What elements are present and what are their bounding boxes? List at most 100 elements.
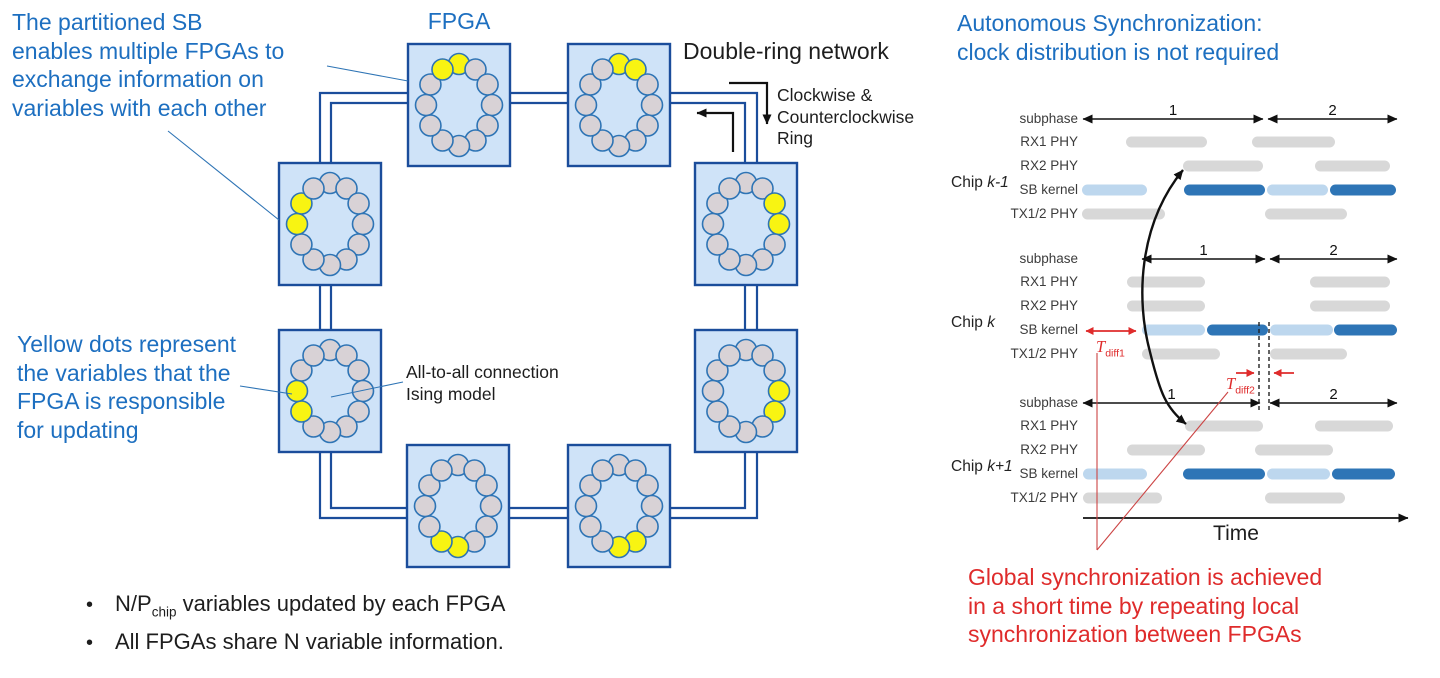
row-label-rx1-phy: RX1 PHY (1020, 274, 1078, 289)
row-label-sb-kernel: SB kernel (1019, 322, 1078, 337)
fpga-box-top-right (566, 42, 672, 168)
variable-node (718, 177, 741, 200)
fpga-box-right-lower (693, 328, 799, 454)
variable-node (476, 114, 499, 137)
fpga-box-left-lower (277, 328, 383, 454)
timing-bar-dark (1334, 324, 1397, 336)
red-leader-diagonal (1096, 391, 1229, 551)
fpga-box-bottom-left (405, 443, 511, 569)
subphase-number: 2 (1329, 242, 1338, 259)
timing-bar-gray (1126, 136, 1207, 148)
variable-node-yellow (430, 530, 453, 553)
row-label-sb-kernel: SB kernel (1019, 466, 1078, 481)
variable-node (579, 474, 602, 497)
variable-node (763, 233, 786, 256)
chip-label: Chip k+1 (951, 458, 1021, 476)
bullet1-sub: chip (151, 604, 177, 620)
tdiff2-subscript: diff2 (1235, 384, 1255, 397)
wire-top-right-inner (670, 101, 747, 163)
ring-direction-arrows (696, 81, 772, 152)
wire-top-left-outer (318, 91, 408, 163)
wire-bottom-left-inner (329, 452, 407, 510)
chip-label-prefix: Chip (951, 314, 988, 331)
timing-annotations (1083, 169, 1409, 551)
time-axis-label: Time (1213, 522, 1259, 545)
row-label-tx1-2-phy: TX1/2 PHY (1010, 490, 1078, 505)
timing-bar-gray (1315, 160, 1390, 172)
timing-bar-gray (1082, 208, 1165, 220)
timing-bar-gray (1265, 208, 1347, 220)
variable-node (463, 459, 486, 482)
bullet-icon: • (86, 594, 94, 616)
row-label-rx2-phy: RX2 PHY (1020, 442, 1078, 457)
row-label-rx1-phy: RX1 PHY (1020, 418, 1078, 433)
tdiff2-symbol: T (1226, 374, 1236, 393)
variable-node (718, 415, 741, 438)
variable-node-yellow (624, 58, 647, 81)
chip-label-var: k (987, 314, 995, 331)
tdiff1-symbol: T (1096, 337, 1106, 356)
timing-bar-gray (1252, 136, 1335, 148)
row-label-tx1-2-phy: TX1/2 PHY (1010, 346, 1078, 361)
bullet1-pre: N/P (115, 591, 152, 616)
variable-node (706, 192, 729, 215)
fpga-box-bottom-right (566, 443, 672, 569)
timing-bar-gray (1185, 420, 1263, 432)
fpga-box-left-upper (277, 161, 383, 287)
variable-node (347, 233, 370, 256)
timing-bar-dark (1207, 324, 1268, 336)
timing-bar-light (1267, 468, 1330, 480)
wire-bottom-right-inner (670, 452, 747, 510)
variable-node-yellow (290, 192, 313, 215)
fpga-box-right-upper (693, 161, 799, 287)
timing-bar-gray (1255, 444, 1333, 456)
wire-bottom-right-outer (670, 452, 759, 520)
bullet-icon: • (86, 632, 94, 654)
row-label-subphase: subphase (1019, 111, 1078, 126)
chip-label-prefix: Chip (951, 458, 988, 475)
leader-partition-note-to-top-box (326, 65, 409, 82)
variable-node (302, 248, 325, 271)
variable-node (718, 344, 741, 367)
variable-node (624, 459, 647, 482)
variable-node (290, 359, 313, 382)
leader-ring-to-all-to-all-label (330, 381, 404, 398)
variable-node (419, 73, 442, 96)
note-partitioned-sb: The partitioned SB enables multiple FPGA… (12, 9, 285, 121)
variable-node (706, 359, 729, 382)
note-global-sync: Global synchronization is achieved in a … (968, 564, 1323, 647)
variable-node (751, 344, 774, 367)
chip-label: Chip k (951, 314, 1021, 332)
leader-lines (167, 65, 409, 398)
variable-node (591, 58, 614, 81)
subphase-number: 1 (1199, 242, 1208, 259)
chip-label: Chip k-1 (951, 174, 1021, 192)
subphase-number: 2 (1328, 102, 1337, 119)
row-label-rx2-phy: RX2 PHY (1020, 298, 1078, 313)
timing-bar-dark (1332, 468, 1395, 480)
tdiff2-label: Tdiff2 (1226, 374, 1255, 396)
row-label-tx1-2-phy: TX1/2 PHY (1010, 206, 1078, 221)
variable-node (636, 114, 659, 137)
row-label-subphase: subphase (1019, 251, 1078, 266)
variable-node (430, 459, 453, 482)
variable-node (431, 129, 454, 152)
autonomous-sync-title: Autonomous Synchronization: clock distri… (957, 10, 1280, 65)
double-ring-label: Double-ring network (683, 38, 889, 64)
row-label-subphase: subphase (1019, 395, 1078, 410)
fpga-boxes-layer (277, 42, 799, 569)
bullet1-post: variables updated by each FPGA (176, 591, 506, 616)
subphase-number: 1 (1167, 386, 1176, 403)
chip-label-var: k-1 (987, 174, 1009, 191)
variable-node (302, 177, 325, 200)
tdiff1-label: Tdiff1 (1096, 337, 1125, 359)
double-ring-wires (318, 91, 759, 520)
variable-node-yellow (763, 400, 786, 423)
sync-curve-arrow (1141, 169, 1187, 425)
wire-top-left-inner (329, 101, 408, 163)
timing-bar-light (1082, 184, 1147, 196)
variable-node (751, 177, 774, 200)
subphase-number: 1 (1168, 102, 1178, 119)
